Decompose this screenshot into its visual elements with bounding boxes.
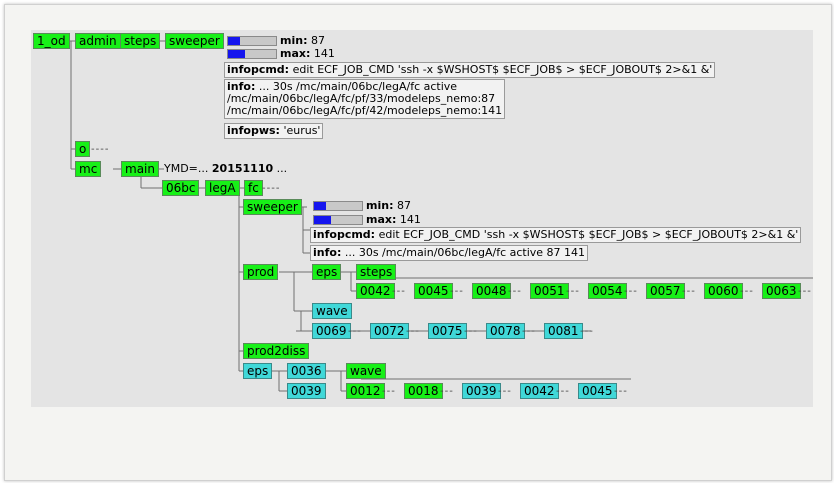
collapsed-indicator: ---	[614, 386, 628, 397]
node-p2d-eps[interactable]: eps	[243, 363, 273, 379]
collapsed-indicator: ----	[91, 144, 110, 155]
node-mc[interactable]: mc	[75, 161, 102, 177]
collapsed-indicator: ---	[556, 386, 570, 397]
collapsed-indicator: ---	[624, 286, 638, 297]
collapsed-indicator: ---	[440, 386, 454, 397]
node-1-od[interactable]: 1_od	[33, 33, 70, 49]
collapsed-indicator: ---	[392, 286, 406, 297]
info-label: info: ... 30s /mc/main/06bc/legA/fc acti…	[310, 245, 589, 261]
node-admin-steps[interactable]: steps	[120, 33, 161, 49]
task-node[interactable]: 0063	[762, 283, 801, 299]
collapsed-indicator: ---	[522, 326, 536, 337]
task-node[interactable]: 0042	[520, 383, 559, 399]
collapsed-indicator: ---	[382, 386, 396, 397]
task-node[interactable]: 0045	[414, 283, 453, 299]
max-gauge	[227, 49, 277, 59]
node-admin[interactable]: admin	[75, 33, 121, 49]
node-steps[interactable]: steps	[356, 264, 397, 280]
max-gauge-fill	[228, 50, 245, 58]
min-gauge-label: min: 87	[280, 34, 325, 47]
window-frame: 1_od admin steps sweeper min: 87 max: 14…	[4, 4, 832, 481]
collapsed-indicator: ---	[798, 286, 812, 297]
task-node[interactable]: 0069	[312, 323, 351, 339]
infopcmd-label: infopcmd: edit ECF_JOB_CMD 'ssh -x $WSHO…	[224, 62, 716, 78]
max-gauge-fill	[314, 216, 331, 224]
task-node[interactable]: 0012	[346, 383, 385, 399]
task-node[interactable]: 0042	[356, 283, 395, 299]
node-admin-sweeper[interactable]: sweeper	[165, 33, 224, 49]
node-o[interactable]: o	[75, 141, 91, 157]
collapsed-indicator: ---	[498, 386, 512, 397]
suite-tree-canvas[interactable]: 1_od admin steps sweeper min: 87 max: 14…	[31, 30, 813, 407]
task-node[interactable]: 0078	[486, 323, 525, 339]
collapsed-indicator: ---	[682, 286, 696, 297]
collapsed-indicator: ---	[464, 326, 478, 337]
node-fc-sweeper[interactable]: sweeper	[243, 199, 302, 215]
max-gauge	[313, 215, 363, 225]
task-node[interactable]: 0072	[370, 323, 409, 339]
node-p2d-0039[interactable]: 0039	[287, 383, 326, 399]
min-gauge-fill	[314, 202, 326, 210]
infopws-label: infopws: 'eurus'	[224, 123, 324, 139]
main-ymd-variable: YMD=... 20151110 ...	[164, 162, 288, 175]
node-fc[interactable]: fc	[244, 180, 263, 196]
collapsed-indicator: ---	[406, 326, 420, 337]
node-wave[interactable]: wave	[312, 303, 352, 319]
node-06bc[interactable]: 06bc	[162, 180, 200, 196]
collapsed-indicator: ---	[580, 326, 594, 337]
infopcmd-label: infopcmd: edit ECF_JOB_CMD 'ssh -x $WSHO…	[310, 227, 802, 243]
collapsed-indicator: ----	[262, 183, 281, 194]
task-node[interactable]: 0051	[530, 283, 569, 299]
collapsed-indicator: ---	[740, 286, 754, 297]
task-node[interactable]: 0075	[428, 323, 467, 339]
node-eps[interactable]: eps	[312, 264, 342, 280]
node-prod[interactable]: prod	[243, 264, 279, 280]
task-node[interactable]: 0060	[704, 283, 743, 299]
collapsed-indicator: ---	[450, 286, 464, 297]
min-gauge	[227, 36, 277, 46]
collapsed-indicator: ---	[566, 286, 580, 297]
node-p2d-0036[interactable]: 0036	[287, 363, 326, 379]
task-node[interactable]: 0045	[578, 383, 617, 399]
node-main[interactable]: main	[121, 161, 159, 177]
node-prod2diss[interactable]: prod2diss	[243, 343, 310, 359]
min-gauge	[313, 201, 363, 211]
task-node[interactable]: 0039	[462, 383, 501, 399]
task-node[interactable]: 0048	[472, 283, 511, 299]
collapsed-indicator: ---	[508, 286, 522, 297]
max-gauge-label: max: 141	[280, 47, 335, 60]
info-label: info: ... 30s /mc/main/06bc/legA/fc acti…	[224, 79, 506, 119]
task-node[interactable]: 0018	[404, 383, 443, 399]
collapsed-indicator: ---	[348, 326, 362, 337]
max-gauge-label: max: 141	[366, 213, 421, 226]
task-node[interactable]: 0057	[646, 283, 685, 299]
node-lega[interactable]: legA	[205, 180, 240, 196]
min-gauge-label: min: 87	[366, 199, 411, 212]
node-p2d-wave[interactable]: wave	[346, 363, 386, 379]
task-node[interactable]: 0054	[588, 283, 627, 299]
task-node[interactable]: 0081	[544, 323, 583, 339]
min-gauge-fill	[228, 37, 240, 45]
